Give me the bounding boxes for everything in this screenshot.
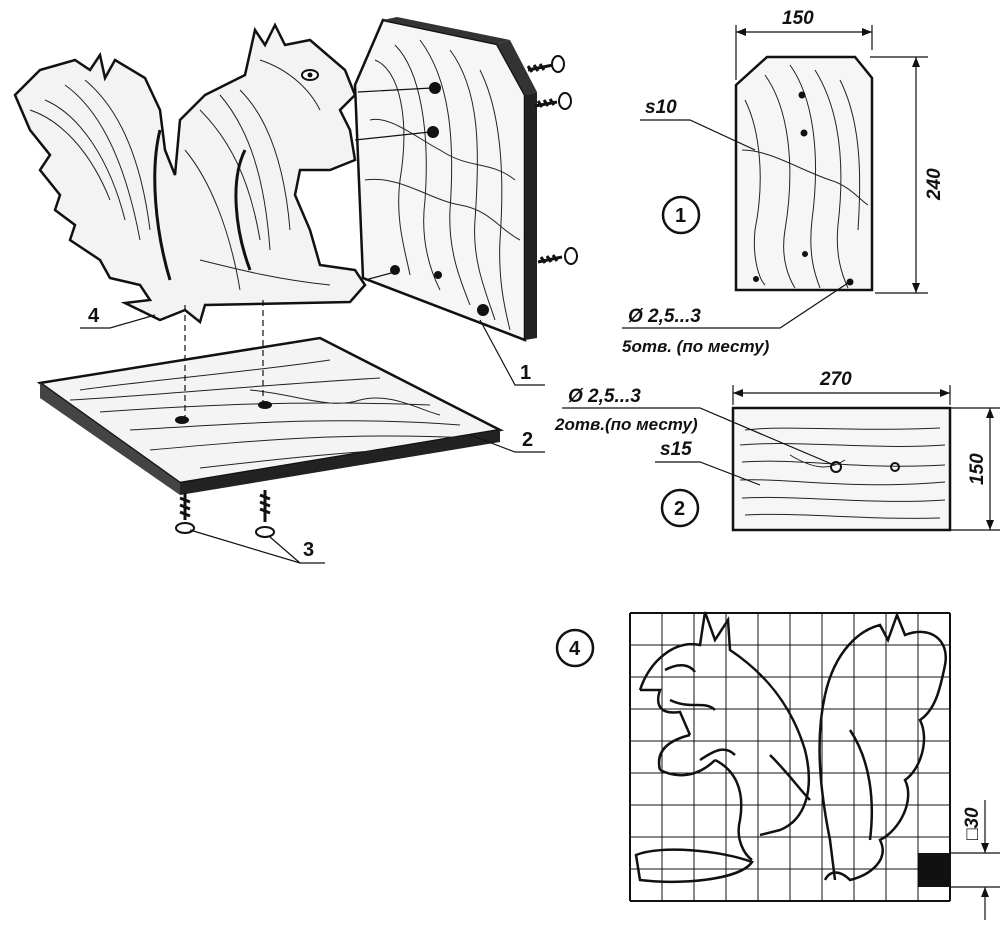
- v2-hole-diameter: Ø 2,5...3: [568, 386, 641, 407]
- v1-thickness-label: s10: [645, 97, 677, 118]
- v1-width-dim: 150: [782, 8, 814, 29]
- part-label-3: 3: [303, 539, 314, 561]
- squirrel-template-outline: [634, 611, 948, 884]
- template-grid: [629, 612, 951, 902]
- v2-width-dim: 270: [819, 369, 852, 390]
- part-label-2: 2: [522, 429, 533, 451]
- screws-back: [526, 55, 578, 265]
- base-board: [36, 336, 504, 495]
- part-label-4: 4: [88, 305, 100, 327]
- v1-hole-note: 5отв. (по месту): [622, 337, 770, 356]
- view-4-number: 4: [569, 638, 581, 660]
- screws-bottom: [175, 490, 275, 538]
- view-4-squirrel-template: □30 4: [555, 611, 1000, 920]
- assembly-view: 4 1 2 3: [13, 17, 578, 564]
- v2-thickness-label: s15: [660, 439, 692, 460]
- part-label-1: 1: [520, 362, 531, 384]
- v1-hole-diameter: Ø 2,5...3: [628, 306, 701, 327]
- back-board: [353, 17, 537, 342]
- v1-height-dim: 240: [924, 168, 945, 201]
- view-1-back-board: 150 240 s10 Ø 2,5...3 5отв. (по месту) 1: [622, 8, 945, 356]
- v2-height-dim: 150: [967, 453, 988, 485]
- view-2-number: 2: [674, 498, 685, 520]
- view-1-number: 1: [675, 205, 686, 227]
- view-2-base-board: 270 150 Ø 2,5...3 2отв.(по месту) s15 2: [554, 369, 1000, 532]
- v2-hole-note: 2отв.(по месту): [554, 415, 698, 434]
- grid-cell-size: □30: [962, 807, 983, 840]
- squirrel-figure: [13, 22, 367, 325]
